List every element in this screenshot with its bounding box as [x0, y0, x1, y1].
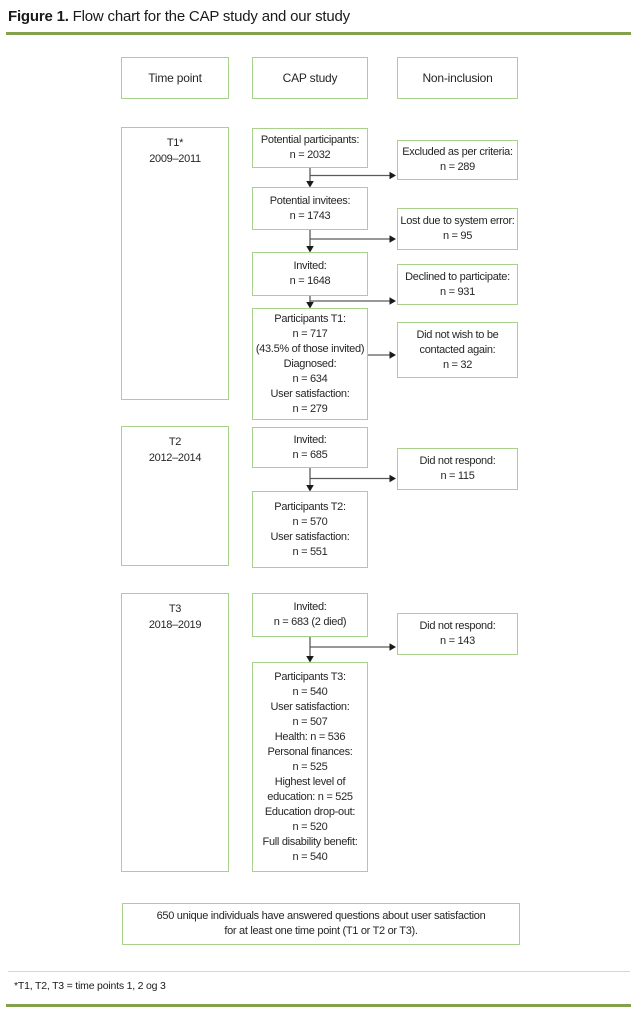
footnote-text: *T1, T2, T3 = time points 1, 2 og 3 [14, 980, 166, 992]
t3-participants-box: Participants T3: n = 540 User satisfacti… [252, 662, 368, 872]
header-non-inclusion: Non-inclusion [397, 57, 518, 99]
t1-declined-box: Declined to participate: n = 931 [397, 264, 518, 305]
t3-did-not-respond-box: Did not respond: n = 143 [397, 613, 518, 655]
t1-excluded-box: Excluded as per criteria: n = 289 [397, 140, 518, 180]
t1-label-box: T1* 2009–2011 [121, 127, 229, 400]
header-cap-study: CAP study [252, 57, 368, 99]
t1-participants-box: Participants T1: n = 717 (43.5% of those… [252, 308, 368, 420]
header-time-point: Time point [121, 57, 229, 99]
t2-participants-box: Participants T2: n = 570 User satisfacti… [252, 491, 368, 568]
t1-invited-box: Invited: n = 1648 [252, 252, 368, 296]
t3-label-box: T3 2018–2019 [121, 593, 229, 872]
figure-title: Figure 1. Flow chart for the CAP study a… [8, 8, 350, 25]
t3-invited-box: Invited: n = 683 (2 died) [252, 593, 368, 637]
t2-invited-box: Invited: n = 685 [252, 427, 368, 468]
t2-did-not-respond-box: Did not respond: n = 115 [397, 448, 518, 490]
summary-box: 650 unique individuals have answered que… [122, 903, 520, 945]
title-rule [6, 32, 631, 35]
figure-caption: Flow chart for the CAP study and our stu… [68, 8, 351, 25]
t1-lost-system-error-box: Lost due to system error: n = 95 [397, 208, 518, 250]
t1-potential-invitees-box: Potential invitees: n = 1743 [252, 187, 368, 230]
bottom-rule [6, 1004, 631, 1007]
footnote-divider [8, 971, 630, 972]
t2-label-box: T2 2012–2014 [121, 426, 229, 566]
figure-label: Figure 1. [8, 8, 69, 25]
t1-potential-participants-box: Potential participants: n = 2032 [252, 128, 368, 168]
t1-no-contact-box: Did not wish to be contacted again: n = … [397, 322, 518, 378]
